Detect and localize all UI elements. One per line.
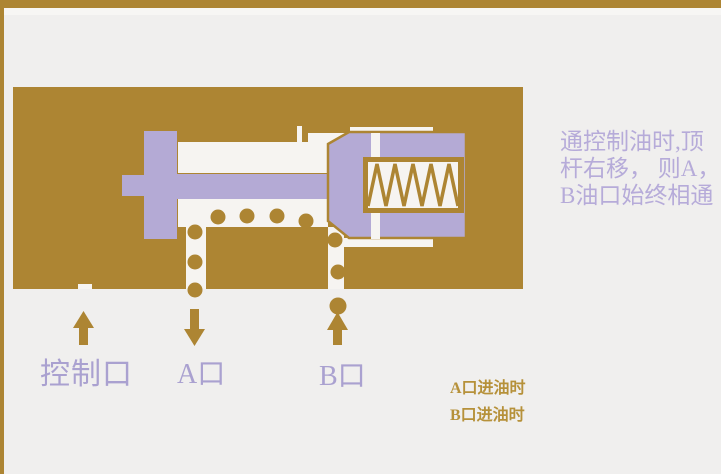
- port-a-arrow-down: [184, 309, 205, 346]
- control-port-label: 控制口: [40, 358, 133, 391]
- above-poppet-gap: [350, 127, 433, 133]
- flow-dot: [269, 208, 285, 224]
- spool-left-tab: [122, 175, 144, 196]
- control-port-notch: [78, 284, 92, 289]
- bore-pin-slot: [297, 126, 302, 142]
- note-line-2: 杆右移， 则A，: [560, 156, 721, 181]
- note-line-3: B油口始终相通: [560, 183, 714, 208]
- left-border-stripe: [0, 0, 4, 474]
- flow-dot: [327, 232, 343, 248]
- spring-coil: [366, 163, 460, 207]
- flow-dot: [329, 297, 347, 315]
- flow-dot: [330, 264, 346, 280]
- under-poppet-gap: [344, 238, 433, 247]
- port-a-label: A口: [177, 359, 226, 390]
- flow-dot: [239, 208, 255, 224]
- flow-dots: [187, 208, 347, 315]
- flow-dot: [187, 254, 203, 270]
- port-arrows: [73, 309, 348, 346]
- bore-upper: [178, 142, 328, 173]
- b-inlet-caption: B口进油时: [450, 407, 525, 424]
- spool-rod: [144, 174, 328, 199]
- control-port-arrow-up: [73, 311, 94, 345]
- note-line-1: 通控制油时,顶: [560, 129, 704, 154]
- bore-step-notch: [308, 133, 328, 143]
- flow-dot: [298, 213, 314, 229]
- flow-dot: [187, 224, 203, 240]
- top-highlight-strip: [4, 8, 721, 15]
- port-b-arrow-up: [327, 312, 348, 345]
- explanation-note: 通控制油时,顶 杆右移， 则A， B油口始终相通: [560, 128, 721, 209]
- poppet-pin-slot-bottom: [371, 213, 380, 239]
- flow-dot: [210, 209, 226, 225]
- flow-dot: [187, 282, 203, 298]
- port-b-label: B口: [319, 361, 366, 392]
- top-border-bar: [0, 0, 721, 8]
- a-inlet-caption: A口进油时: [450, 380, 526, 397]
- poppet-pin-slot-top: [371, 133, 380, 157]
